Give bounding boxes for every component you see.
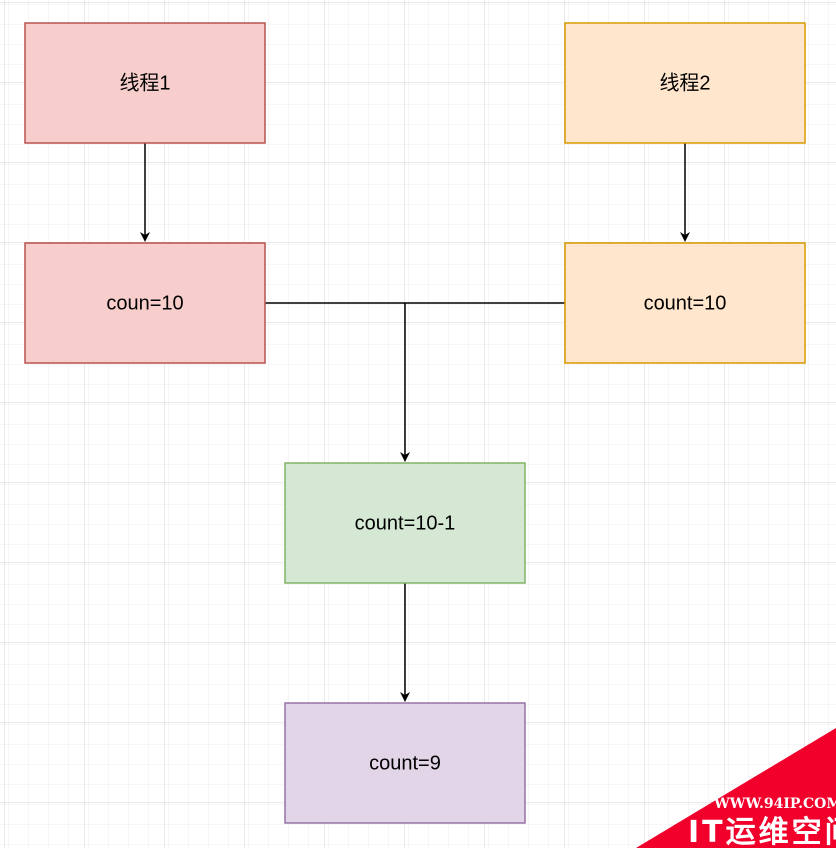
node-label: coun=10 bbox=[106, 292, 183, 314]
node-result[interactable]: count=9 bbox=[284, 702, 526, 824]
node-read2[interactable]: count=10 bbox=[564, 242, 806, 364]
watermark-name: IT运维空间 bbox=[688, 815, 836, 848]
watermark-url: WWW.94IP.COM bbox=[713, 796, 836, 812]
node-thread2[interactable]: 线程2 bbox=[564, 22, 806, 144]
node-label: count=10 bbox=[644, 292, 727, 314]
node-thread1[interactable]: 线程1 bbox=[24, 22, 266, 144]
node-label: 线程2 bbox=[659, 71, 710, 94]
watermark: WWW.94IP.COM IT运维空间 bbox=[636, 728, 836, 848]
node-label: count=10-1 bbox=[355, 512, 456, 534]
node-read1[interactable]: coun=10 bbox=[24, 242, 266, 364]
node-decrement[interactable]: count=10-1 bbox=[284, 462, 526, 584]
watermark-banner bbox=[636, 728, 836, 848]
node-label: 线程1 bbox=[119, 71, 170, 94]
node-label: count=9 bbox=[369, 752, 441, 774]
